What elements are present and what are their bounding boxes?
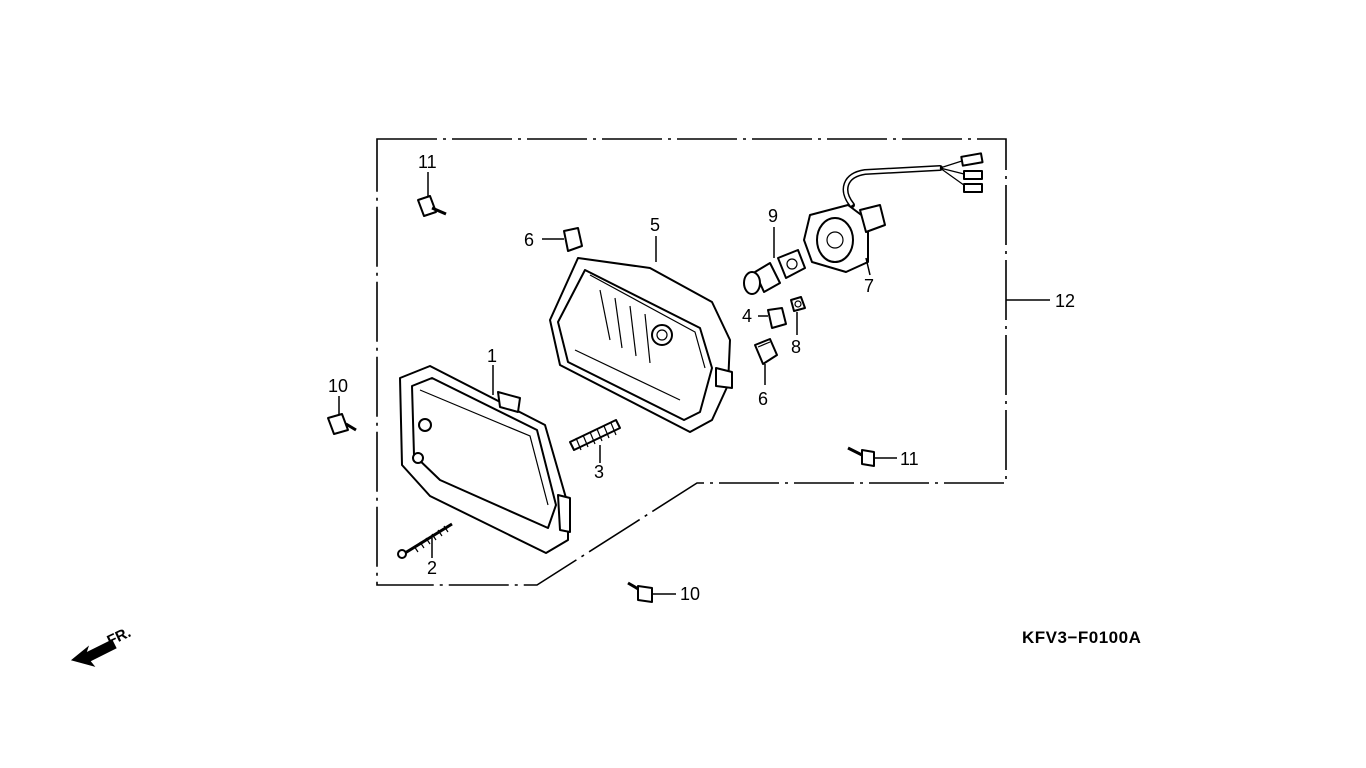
callout-11-lower: 11 bbox=[900, 449, 919, 469]
diagram-code: KFV3−F0100A bbox=[1022, 628, 1141, 647]
callout-11-upper: 11 bbox=[418, 152, 437, 172]
spring-part[interactable] bbox=[569, 419, 621, 451]
callout-9: 9 bbox=[768, 206, 778, 226]
front-marker-label: FR. bbox=[105, 624, 134, 650]
callout-1: 1 bbox=[487, 346, 497, 366]
callout-6-lower: 6 bbox=[758, 389, 768, 409]
nut-4-part[interactable] bbox=[767, 307, 787, 329]
callout-12: 12 bbox=[1055, 291, 1075, 311]
adjusting-screw-part[interactable] bbox=[397, 522, 453, 559]
leader-7 bbox=[865, 257, 871, 276]
callout-3: 3 bbox=[594, 462, 604, 482]
callout-5: 5 bbox=[650, 215, 660, 235]
bolt-10-bottom-part[interactable] bbox=[627, 581, 653, 603]
bolt-10-left-part[interactable] bbox=[327, 413, 357, 435]
assembly-12-boundary bbox=[376, 138, 1007, 586]
callout-10-left: 10 bbox=[328, 376, 348, 396]
callout-6-upper: 6 bbox=[524, 230, 534, 250]
clip-6-lower-part[interactable] bbox=[754, 338, 778, 365]
headlight-rim-part[interactable] bbox=[399, 365, 571, 554]
bolt-11-lower-part[interactable] bbox=[847, 446, 875, 467]
headlight-unit-part[interactable] bbox=[549, 257, 733, 433]
callout-8: 8 bbox=[791, 337, 801, 357]
callout-4: 4 bbox=[742, 306, 752, 326]
callout-2: 2 bbox=[427, 558, 437, 578]
callout-10-bottom: 10 bbox=[680, 584, 700, 604]
clip-6-upper-part[interactable] bbox=[563, 227, 583, 252]
socket-part[interactable] bbox=[803, 152, 984, 273]
callout-7: 7 bbox=[864, 276, 874, 296]
bolt-11-upper-part[interactable] bbox=[417, 195, 447, 217]
bulb-part[interactable] bbox=[743, 249, 806, 295]
front-direction-arrow-icon bbox=[70, 639, 117, 667]
nut-8-part[interactable] bbox=[790, 296, 806, 312]
